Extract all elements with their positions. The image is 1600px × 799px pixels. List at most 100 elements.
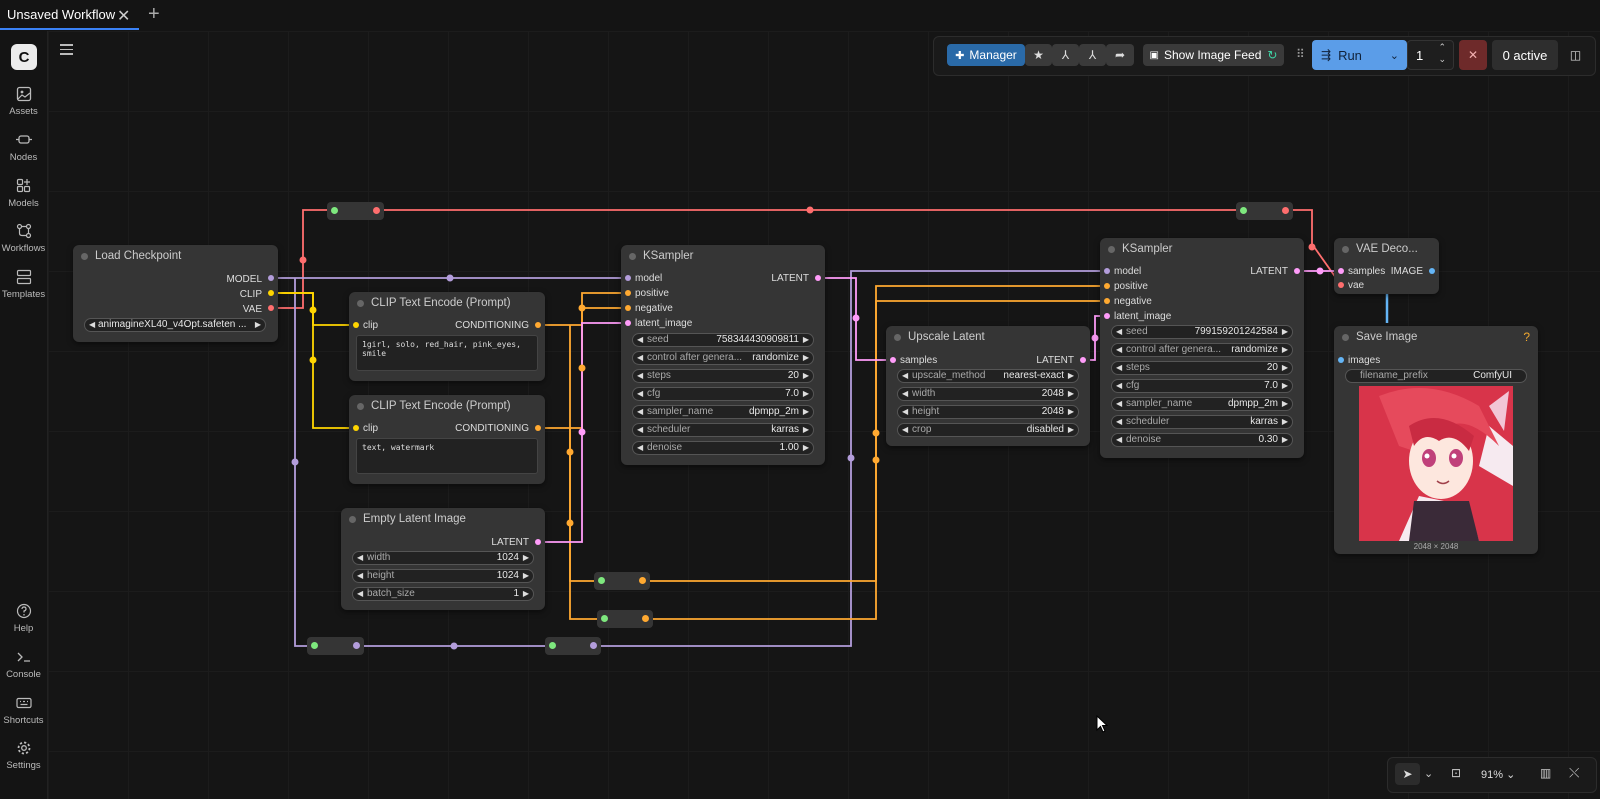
version-button-b[interactable]: ⅄ bbox=[1079, 44, 1106, 66]
zoom-level[interactable]: 91% ⌄ bbox=[1481, 769, 1516, 781]
reroute-node[interactable] bbox=[597, 610, 653, 628]
output-conditioning[interactable]: CONDITIONING bbox=[455, 423, 529, 434]
collapse-dot-icon[interactable] bbox=[1108, 246, 1115, 253]
node-upscale-latent[interactable]: Upscale Latent samples LATENT ◀upscale_m… bbox=[886, 326, 1090, 446]
input-negative[interactable]: negative bbox=[635, 303, 673, 314]
output-conditioning[interactable]: CONDITIONING bbox=[455, 320, 529, 331]
node-ksampler-1[interactable]: KSampler model positive negative latent_… bbox=[621, 245, 825, 465]
sidebar-item-shortcuts[interactable]: Shortcuts bbox=[0, 695, 47, 726]
reroute-node[interactable] bbox=[545, 637, 601, 655]
output-latent[interactable]: LATENT bbox=[491, 537, 529, 548]
input-samples[interactable]: samples bbox=[1348, 266, 1386, 277]
select-mode-button[interactable]: ➤ bbox=[1395, 763, 1420, 785]
node-load-checkpoint[interactable]: Load Checkpoint MODEL CLIP VAE ◀animagin… bbox=[73, 245, 278, 342]
control-after-generate-widget[interactable]: ◀control after genera...randomize▶ bbox=[632, 351, 814, 365]
input-samples[interactable]: samples bbox=[900, 355, 938, 366]
collapse-dot-icon[interactable] bbox=[81, 253, 88, 260]
input-latent-image[interactable]: latent_image bbox=[635, 318, 693, 329]
output-model[interactable]: MODEL bbox=[226, 274, 262, 285]
output-image-preview[interactable] bbox=[1359, 386, 1513, 541]
sidebar-item-models[interactable]: Models bbox=[0, 178, 47, 209]
hamburger-menu-icon[interactable] bbox=[60, 41, 73, 58]
input-latent-image[interactable]: latent_image bbox=[1114, 311, 1172, 322]
input-positive[interactable]: positive bbox=[1114, 281, 1148, 292]
minimap-icon[interactable]: ▥ bbox=[1540, 766, 1552, 780]
collapse-dot-icon[interactable] bbox=[357, 403, 364, 410]
active-queue-button[interactable]: 0 active bbox=[1492, 40, 1558, 70]
cancel-queue-button[interactable]: ✕ bbox=[1459, 40, 1487, 70]
star-button[interactable]: ★ bbox=[1025, 44, 1052, 66]
drag-handle-icon[interactable]: ⠿ bbox=[1296, 47, 1305, 61]
collapse-dot-icon[interactable] bbox=[349, 516, 356, 523]
sidebar-item-templates[interactable]: Templates bbox=[0, 269, 47, 300]
reroute-node[interactable] bbox=[1236, 202, 1293, 220]
input-clip[interactable]: clip bbox=[363, 423, 379, 434]
close-icon[interactable]: ✕ bbox=[117, 8, 131, 25]
prompt-text-input[interactable]: text, watermark bbox=[356, 438, 538, 474]
fit-view-icon[interactable]: ⊡ bbox=[1451, 766, 1462, 780]
sidebar-item-settings[interactable]: Settings bbox=[0, 740, 47, 771]
node-vae-decode[interactable]: VAE Deco... samples vae IMAGE bbox=[1334, 238, 1439, 294]
add-tab-icon[interactable]: + bbox=[148, 3, 160, 25]
input-clip[interactable]: clip bbox=[363, 320, 379, 331]
input-model[interactable]: model bbox=[1114, 266, 1142, 277]
collapse-dot-icon[interactable] bbox=[629, 253, 636, 260]
control-after-generate-widget[interactable]: ◀control after genera...randomize▶ bbox=[1111, 343, 1293, 357]
run-button[interactable]: ⇶Run ⌄ bbox=[1312, 40, 1407, 70]
output-latent[interactable]: LATENT bbox=[1036, 355, 1074, 366]
input-vae[interactable]: vae bbox=[1348, 280, 1365, 291]
sidebar-item-nodes[interactable]: Nodes bbox=[0, 132, 47, 163]
output-latent[interactable]: LATENT bbox=[1250, 266, 1288, 277]
node-clip-text-encode-negative[interactable]: CLIP Text Encode (Prompt) clip CONDITION… bbox=[349, 395, 545, 484]
input-positive[interactable]: positive bbox=[635, 288, 669, 299]
output-latent[interactable]: LATENT bbox=[771, 273, 809, 284]
hide-links-icon[interactable]: ⤬ bbox=[1569, 765, 1580, 780]
stepper-down-icon[interactable]: ⌄ bbox=[1438, 54, 1446, 64]
collapse-dot-icon[interactable] bbox=[1342, 334, 1349, 341]
tab-workflow[interactable]: Unsaved Workflow ✕ bbox=[0, 0, 139, 30]
toggle-panel-button[interactable]: ◫ bbox=[1562, 40, 1589, 70]
sidebar-item-workflows[interactable]: Workflows bbox=[0, 223, 47, 254]
node-ksampler-2[interactable]: KSampler model positive negative latent_… bbox=[1100, 238, 1304, 458]
manager-button[interactable]: ✚Manager bbox=[947, 44, 1025, 66]
batch-count-input[interactable]: 1 ⌃ ⌄ bbox=[1407, 40, 1454, 70]
output-clip[interactable]: CLIP bbox=[239, 289, 262, 300]
sidebar-item-help[interactable]: Help bbox=[0, 603, 47, 634]
collapse-dot-icon[interactable] bbox=[894, 334, 901, 341]
input-images[interactable]: images bbox=[1348, 355, 1381, 366]
output-image[interactable]: IMAGE bbox=[1390, 266, 1423, 277]
comfy-logo[interactable]: C bbox=[11, 44, 37, 70]
collapse-dot-icon[interactable] bbox=[357, 300, 364, 307]
collapse-dot-icon[interactable] bbox=[1342, 246, 1349, 253]
reroute-node[interactable] bbox=[307, 637, 364, 655]
share-button[interactable]: ➦ bbox=[1106, 44, 1134, 66]
help-icon[interactable]: ? bbox=[1523, 330, 1530, 344]
chevron-down-icon[interactable]: ⌄ bbox=[1389, 49, 1399, 62]
input-model[interactable]: model bbox=[635, 273, 663, 284]
prompt-text-input[interactable]: 1girl, solo, red_hair, pink_eyes, smile bbox=[356, 335, 538, 371]
output-vae[interactable]: VAE bbox=[242, 304, 262, 315]
reroute-node[interactable] bbox=[594, 572, 650, 590]
ckpt-name-combo[interactable]: ◀animagineXL40_v4Opt.safeten ...▶ bbox=[84, 318, 266, 332]
